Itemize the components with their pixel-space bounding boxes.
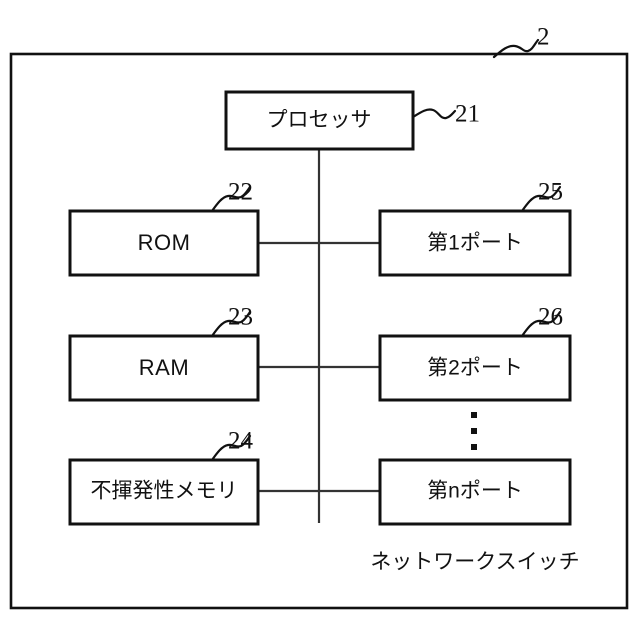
ref-number-port-2: 26 bbox=[538, 304, 563, 331]
block-rom-label: ROM bbox=[138, 230, 191, 255]
ref-number-processor: 21 bbox=[455, 101, 480, 128]
leader-line-port-2 bbox=[520, 310, 562, 338]
block-nonvolatile-memory-label: 不揮発性メモリ bbox=[91, 480, 238, 503]
block-port-2-label: 第2ポート bbox=[427, 357, 523, 380]
block-rom-rect bbox=[68, 209, 260, 277]
ellipsis-ports bbox=[471, 412, 477, 450]
ellipsis-dot-1 bbox=[471, 412, 477, 418]
block-port-1-label: 第1ポート bbox=[427, 232, 523, 255]
block-port-2: 第2ポート 26 bbox=[378, 304, 572, 402]
ref-number-port-1: 25 bbox=[538, 179, 563, 206]
block-port-1: 第1ポート 25 bbox=[378, 179, 572, 277]
block-port-n-rect bbox=[378, 458, 572, 526]
ellipsis-dot-3 bbox=[471, 444, 477, 450]
block-ram-rect bbox=[68, 334, 260, 402]
block-ram: RAM 23 bbox=[68, 304, 260, 402]
block-port-1-rect bbox=[378, 209, 572, 277]
block-processor-rect bbox=[224, 90, 415, 151]
leader-line-ram bbox=[210, 310, 252, 338]
ellipsis-dot-2 bbox=[471, 428, 477, 434]
block-port-2-rect bbox=[378, 334, 572, 402]
ref-number-rom: 22 bbox=[228, 179, 253, 206]
ref-number-outer-enclosure: 2 bbox=[537, 24, 550, 51]
block-processor-label: プロセッサ bbox=[267, 109, 372, 132]
ref-number-nonvolatile-memory: 24 bbox=[228, 428, 254, 455]
ref-number-ram: 23 bbox=[228, 304, 253, 331]
block-ram-label: RAM bbox=[139, 355, 189, 380]
block-rom: ROM 22 bbox=[68, 179, 260, 277]
leader-line-outer-enclosure bbox=[492, 38, 540, 59]
block-processor: プロセッサ 21 bbox=[224, 90, 480, 151]
leader-line-processor bbox=[411, 108, 457, 120]
leader-line-port-1 bbox=[520, 185, 562, 213]
block-port-n: 第nポート bbox=[378, 458, 572, 526]
block-nonvolatile-memory: 不揮発性メモリ 24 bbox=[68, 428, 260, 526]
block-nonvolatile-memory-rect bbox=[68, 458, 260, 526]
block-port-n-label: 第nポート bbox=[427, 480, 523, 503]
enclosure-caption: ネットワークスイッチ bbox=[370, 551, 579, 574]
leader-line-nonvolatile-memory bbox=[210, 434, 252, 462]
leader-line-rom bbox=[210, 185, 252, 213]
